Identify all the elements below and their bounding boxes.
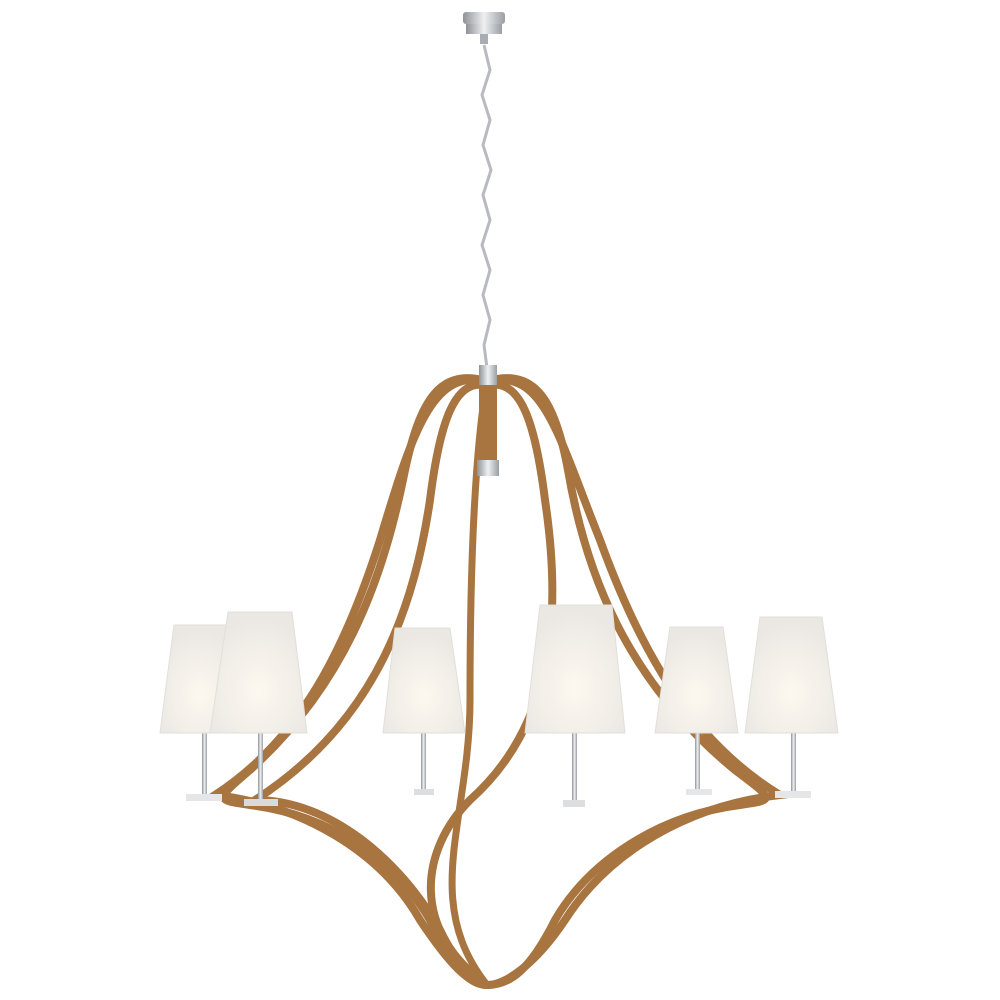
shade-3	[382, 627, 466, 734]
shade-6	[744, 616, 839, 734]
canopy	[463, 12, 505, 44]
shades	[159, 604, 839, 734]
shade-4	[524, 604, 626, 734]
candle-stems	[186, 733, 811, 807]
chain	[480, 44, 493, 369]
center-stem	[477, 365, 499, 476]
shade-2	[209, 611, 308, 734]
shade-5	[654, 626, 739, 734]
